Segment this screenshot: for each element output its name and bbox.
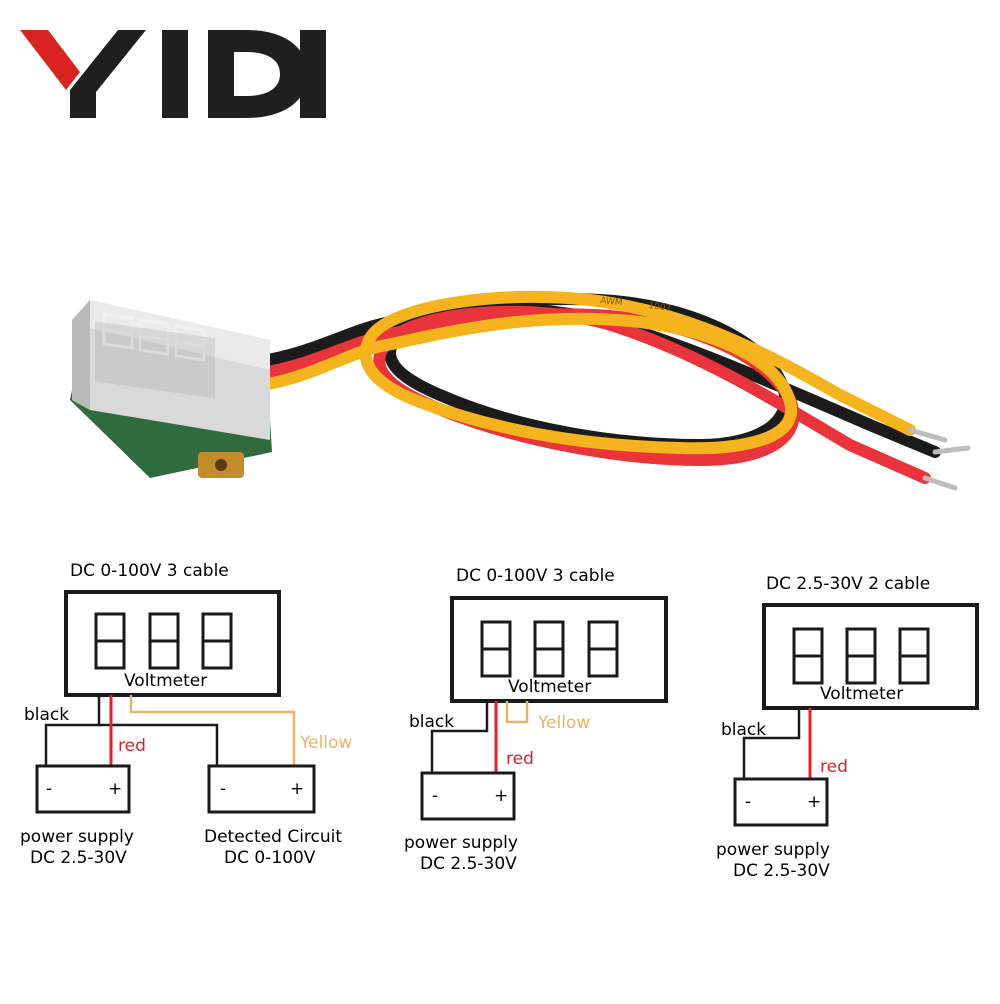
diagram-title: DC 2.5-30V 2 cable [766, 574, 930, 594]
logo-y-accent [20, 30, 80, 90]
diagram-title: DC 0-100V 3 cable [70, 561, 229, 581]
product-photo: AWM 1007 [70, 290, 971, 491]
cable-print-1: AWM [600, 296, 623, 308]
red-wire-label: red [118, 736, 146, 756]
cable-print-2: 1007 [648, 301, 672, 314]
black-wire-line [742, 708, 801, 779]
red-wire-label: red [506, 749, 534, 769]
voltmeter-label: Voltmeter [820, 684, 903, 704]
black-wire-label: black [409, 712, 454, 732]
black-wire-line [44, 695, 101, 766]
housing-top [90, 300, 270, 370]
yellow-wire [262, 290, 916, 455]
housing-side [72, 300, 90, 410]
voltmeter-label: Voltmeter [124, 671, 207, 691]
logo-d [208, 30, 308, 118]
supply-sublabel: DC 2.5-30V [30, 848, 127, 868]
display-digits [102, 312, 206, 362]
supply-minus: - [745, 792, 751, 812]
brand-logo [20, 30, 326, 118]
supply-sublabel: DC 2.5-30V [733, 861, 830, 881]
power-supply-box [35, 764, 131, 814]
red-wire-tip [922, 475, 958, 491]
supply-sublabel: DC 2.5-30V [420, 854, 517, 874]
black-wire-tip [932, 445, 971, 455]
logo-i-2 [300, 30, 326, 118]
supply-label: power supply [404, 833, 518, 853]
power-supply-box [420, 771, 516, 821]
digit-1 [102, 312, 134, 350]
yellow-wire-line [129, 695, 296, 766]
logo-y [70, 30, 146, 118]
supply-plus: + [108, 779, 122, 799]
black-wire-label: black [24, 705, 69, 725]
digit-3 [174, 324, 206, 362]
yellow-wire-label: Yellow [537, 713, 590, 733]
black-wire-line [430, 701, 489, 772]
digit-icons [792, 627, 930, 685]
diagram-title: DC 0-100V 3 cable [456, 566, 615, 586]
yellow-wire-tip [907, 427, 948, 443]
black-wire-line-circuit [99, 723, 219, 766]
diagram-2: DC 0-100V 3 cable Voltmeter black red Ye… [404, 566, 668, 874]
logo-i [162, 30, 188, 118]
black-wire-label: black [721, 720, 766, 740]
wire-bundle [262, 290, 971, 491]
circuit-plus: + [290, 779, 304, 799]
digit-icons [480, 620, 619, 678]
circuit-minus: - [220, 779, 226, 799]
voltmeter-label: Voltmeter [508, 677, 591, 697]
diagram-3: DC 2.5-30V 2 cable Voltmeter black red -… [716, 574, 979, 881]
digit-icons [94, 612, 233, 670]
supply-label: power supply [20, 827, 134, 847]
pcb-hole [215, 459, 227, 471]
digit-2 [138, 318, 170, 356]
diagram-1: DC 0-100V 3 cable Voltmeter black red Ye… [20, 561, 352, 868]
power-supply-box [733, 777, 829, 827]
supply-minus: - [432, 786, 438, 806]
supply-label: power supply [716, 840, 830, 860]
detected-circuit-box [207, 764, 316, 814]
voltmeter-box [762, 603, 979, 710]
display-window [95, 321, 215, 399]
voltmeter-box [64, 590, 281, 697]
supply-minus: - [46, 779, 52, 799]
voltmeter-box [450, 596, 668, 703]
yellow-wire-line [505, 701, 529, 724]
yellow-wire-label: Yellow [299, 733, 352, 753]
supply-plus: + [494, 786, 508, 806]
supply-plus: + [807, 792, 821, 812]
circuit-sublabel: DC 0-100V [224, 848, 316, 868]
circuit-label: Detected Circuit [204, 827, 342, 847]
red-wire-label: red [820, 757, 848, 777]
